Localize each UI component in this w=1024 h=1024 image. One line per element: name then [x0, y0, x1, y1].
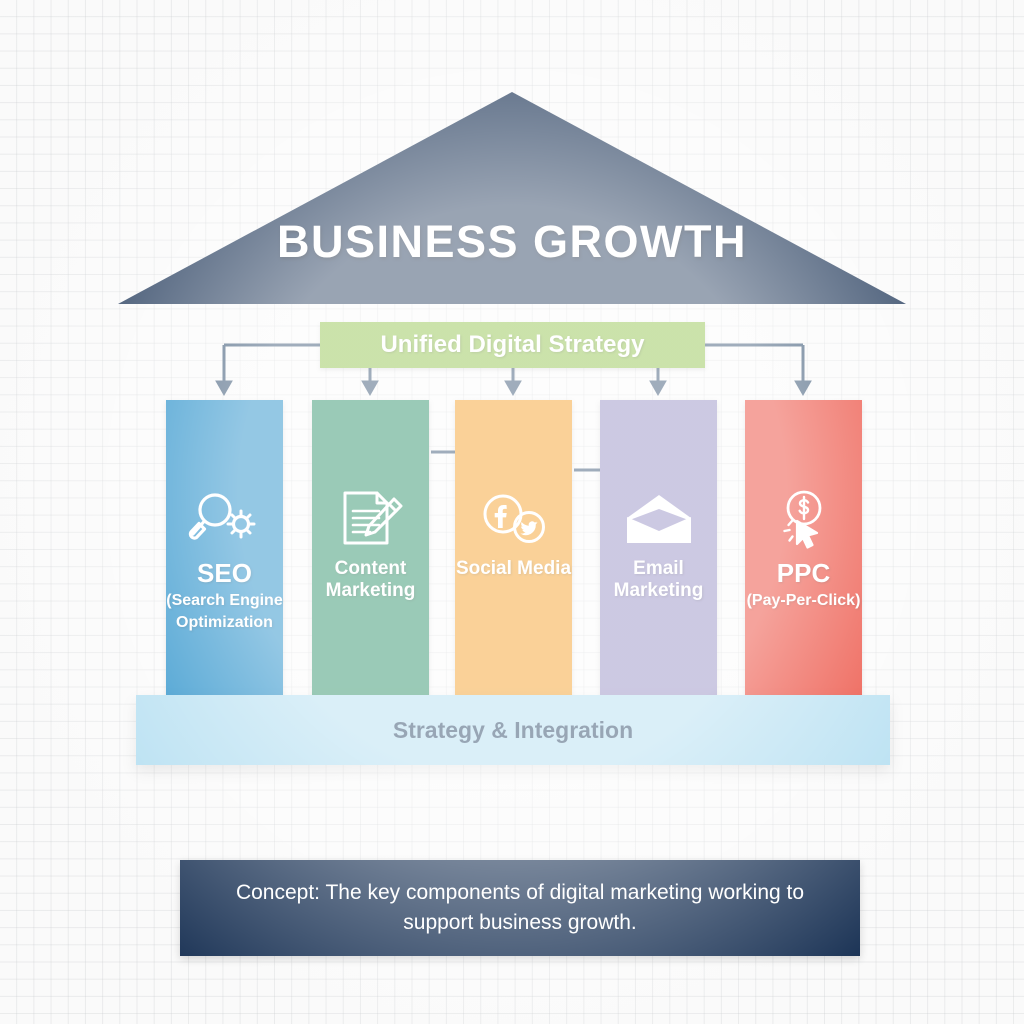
magnifier-gear-icon	[187, 488, 263, 550]
pillar-title-content-line2: Marketing	[325, 580, 416, 602]
facebook-twitter-icon	[477, 488, 551, 550]
pillar-email-marketing[interactable]: Email Marketing	[600, 400, 717, 710]
caption-box: Concept: The key components of digital m…	[180, 860, 860, 956]
pillar-title-social-media: Social Media	[455, 558, 572, 579]
pillar-social-media[interactable]: Social Media	[455, 400, 572, 710]
page-title: BUSINESS GROWTH	[276, 216, 748, 267]
pillar-ppc[interactable]: PPC (Pay-Per-Click)	[745, 400, 862, 710]
unified-strategy-banner[interactable]: Unified Digital Strategy	[320, 322, 705, 368]
envelope-icon	[625, 488, 693, 550]
arrowhead-5	[794, 380, 812, 397]
arrowhead-4	[649, 380, 667, 397]
base-platform-label: Strategy & Integration	[392, 716, 634, 743]
pillar-title-seo: SEO	[197, 558, 252, 588]
base-platform[interactable]: Strategy & Integration	[136, 695, 890, 765]
pillar-title-content-line1: Content	[334, 558, 407, 579]
pillar-title-email-line1: Email	[633, 558, 684, 579]
arrowhead-3	[504, 380, 522, 397]
pillar-title-email-line2: Marketing	[613, 580, 704, 602]
document-pencil-icon	[337, 488, 405, 550]
pillar-subtitle-seo-line1: (Search Engine	[166, 591, 283, 609]
caption-text: Concept: The key components of digital m…	[235, 880, 805, 934]
pillar-subtitle-ppc: (Pay-Per-Click)	[746, 591, 861, 609]
roof-triangle-shape	[118, 92, 906, 304]
pillar-title-ppc: PPC	[776, 558, 831, 588]
unified-strategy-label: Unified Digital Strategy	[380, 331, 645, 358]
dollar-coin-cursor-icon	[772, 488, 836, 550]
pillar-subtitle-seo-line2: Optimization	[176, 614, 273, 632]
roof-pediment: BUSINESS GROWTH	[118, 92, 906, 304]
arrowhead-2	[361, 380, 379, 397]
pillar-content-marketing[interactable]: Content Marketing	[312, 400, 429, 710]
pillar-seo[interactable]: SEO (Search Engine Optimization	[166, 400, 283, 710]
arrowhead-1	[215, 380, 233, 397]
